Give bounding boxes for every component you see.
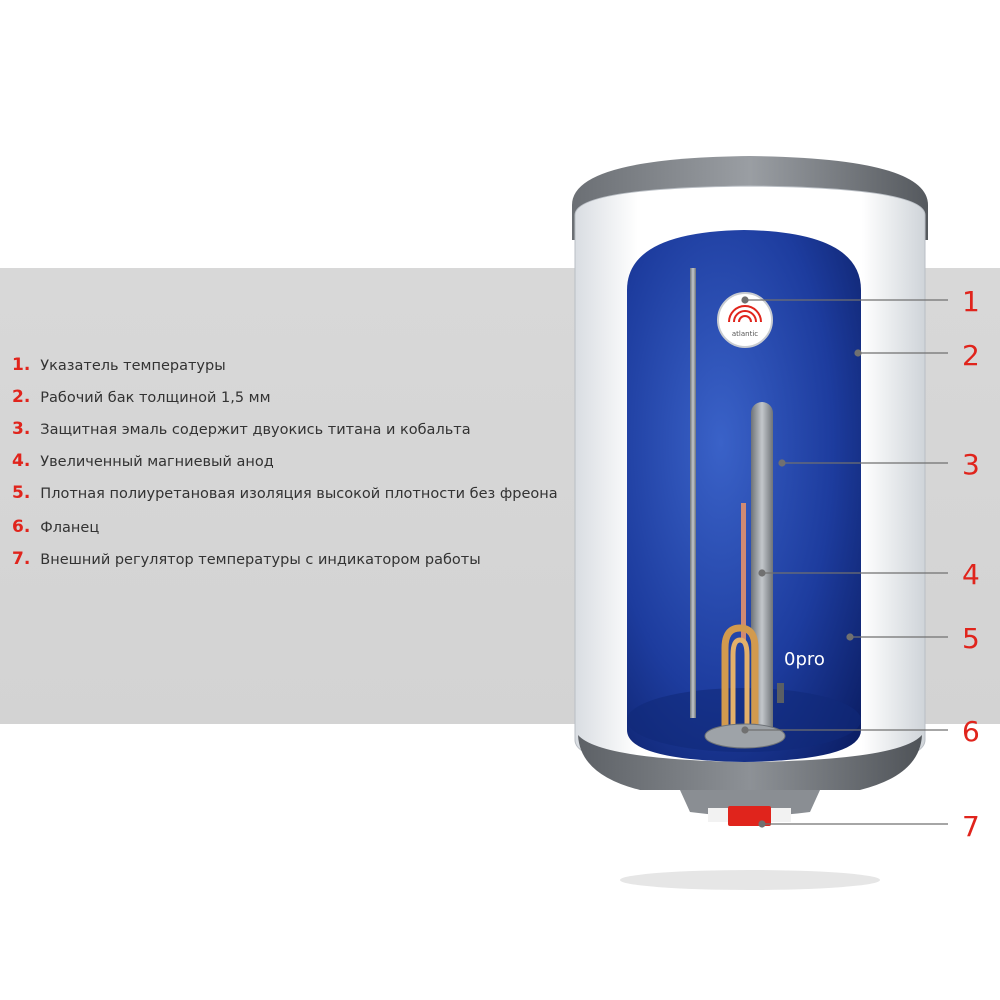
knob-mount-right bbox=[771, 808, 791, 822]
legend-text: Указатель температуры bbox=[40, 358, 226, 374]
callout-lines bbox=[741, 296, 948, 828]
legend-number: 2. bbox=[12, 387, 31, 407]
dial-arc-inner bbox=[738, 315, 752, 323]
callout-number-6: 6 bbox=[962, 715, 980, 748]
legend-number: 4. bbox=[12, 451, 31, 471]
brand-logo: atlantic bbox=[732, 330, 758, 338]
bottom-cap bbox=[578, 735, 922, 790]
legend-text: Рабочий бак толщиной 1,5 мм bbox=[40, 390, 271, 406]
legend-item-3: 3. Защитная эмаль содержит двуокись титан… bbox=[12, 420, 572, 440]
legend-item-2: 2. Рабочий бак толщиной 1,5 мм bbox=[12, 388, 572, 408]
legend-number: 7. bbox=[12, 549, 31, 569]
dial-arc-middle bbox=[733, 310, 757, 323]
legend-number: 3. bbox=[12, 419, 31, 439]
callout-number-2: 2 bbox=[962, 339, 980, 372]
callout-number-1: 1 bbox=[962, 285, 980, 318]
legend-number: 5. bbox=[12, 483, 31, 503]
temperature-indicator bbox=[717, 292, 773, 348]
legend-item-7: 7. Внешний регулятор температуры с индика… bbox=[12, 550, 572, 570]
leader-dot-7 bbox=[758, 820, 766, 828]
water-pipe bbox=[690, 268, 696, 718]
legend-text: Увеличенный магниевый анод bbox=[40, 454, 274, 470]
legend-number: 1. bbox=[12, 355, 31, 375]
tank-cutaway bbox=[627, 230, 861, 762]
legend-number: 6. bbox=[12, 517, 31, 537]
callout-number-4: 4 bbox=[962, 558, 980, 591]
callout-number-7: 7 bbox=[962, 810, 980, 843]
leader-dot-6 bbox=[741, 726, 749, 734]
thermostat-tube bbox=[741, 503, 746, 643]
leader-dot-1 bbox=[741, 296, 749, 304]
dial-arc-outer bbox=[728, 305, 762, 323]
legend-text: Защитная эмаль содержит двуокись титана … bbox=[40, 422, 471, 438]
tank-bottom-shade bbox=[627, 688, 861, 752]
legend-item-5: 5. Плотная полиуретановая изоляция высоко… bbox=[12, 484, 572, 504]
model-badge: 0pro bbox=[784, 649, 825, 670]
heating-element bbox=[721, 624, 759, 735]
leader-dot-3 bbox=[778, 459, 786, 467]
leader-dot-5 bbox=[846, 633, 854, 641]
leader-dot-4 bbox=[758, 569, 766, 577]
legend-item-4: 4. Увеличенный магниевый анод bbox=[12, 452, 572, 472]
legend-text: Плотная полиуретановая изоляция высокой … bbox=[40, 486, 558, 502]
callout-number-5: 5 bbox=[962, 622, 980, 655]
callout-number-3: 3 bbox=[962, 448, 980, 481]
legend-item-1: 1. Указатель температуры bbox=[12, 356, 572, 376]
leader-dot-2 bbox=[854, 349, 862, 357]
parts-legend: 1. Указатель температуры 2. Рабочий бак то… bbox=[12, 356, 572, 570]
floor-shadow bbox=[620, 870, 880, 890]
sensor-fitting bbox=[777, 683, 784, 703]
knob-mount-left bbox=[708, 808, 728, 822]
legend-text: Внешний регулятор температуры с индикато… bbox=[40, 552, 481, 568]
heating-element-inner bbox=[730, 637, 750, 735]
model-badge-text: pro bbox=[795, 649, 824, 670]
legend-text: Фланец bbox=[40, 520, 100, 536]
legend-item-6: 6. Фланец bbox=[12, 518, 572, 538]
